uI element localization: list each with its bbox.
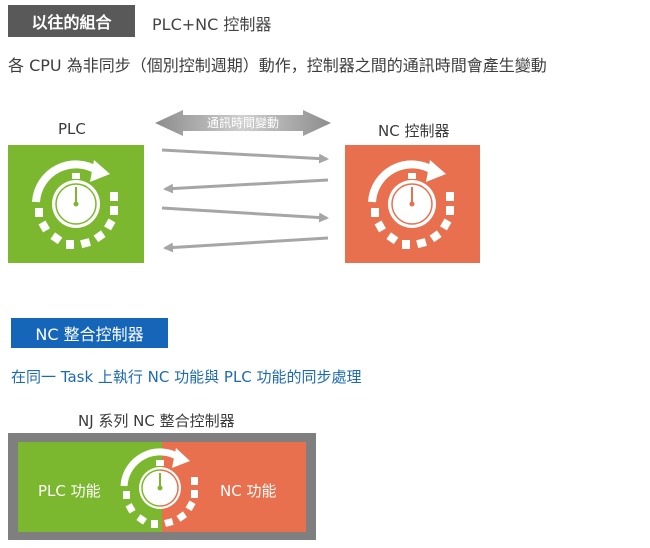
communication-time-label: 通訊時間變動 <box>206 116 279 130</box>
cycle-clock-icon <box>368 160 454 249</box>
integrated-description: 在同一 Task 上執行 NC 功能與 PLC 功能的同步處理 <box>11 368 362 386</box>
nc-controller-label: NC 控制器 <box>378 122 450 140</box>
plc-function-label: PLC 功能 <box>38 482 101 500</box>
legacy-description: 各 CPU 為非同步（個別控制週期）動作，控制器之間的通訊時間會產生變動 <box>8 56 547 75</box>
cycle-clock-icon <box>32 160 118 249</box>
double-arrow-icon <box>155 110 331 136</box>
nj-box-title: NJ 系列 NC 整合控制器 <box>78 412 235 430</box>
legacy-combination-tag: 以往的組合 <box>8 5 135 37</box>
legacy-subtitle: PLC+NC 控制器 <box>152 15 272 34</box>
plc-label: PLC <box>58 120 86 138</box>
nc-function-label: NC 功能 <box>220 482 277 500</box>
communication-arrows <box>161 148 329 253</box>
cycle-clock-icon <box>120 448 198 528</box>
nc-integrated-tag: NC 整合控制器 <box>11 318 168 348</box>
